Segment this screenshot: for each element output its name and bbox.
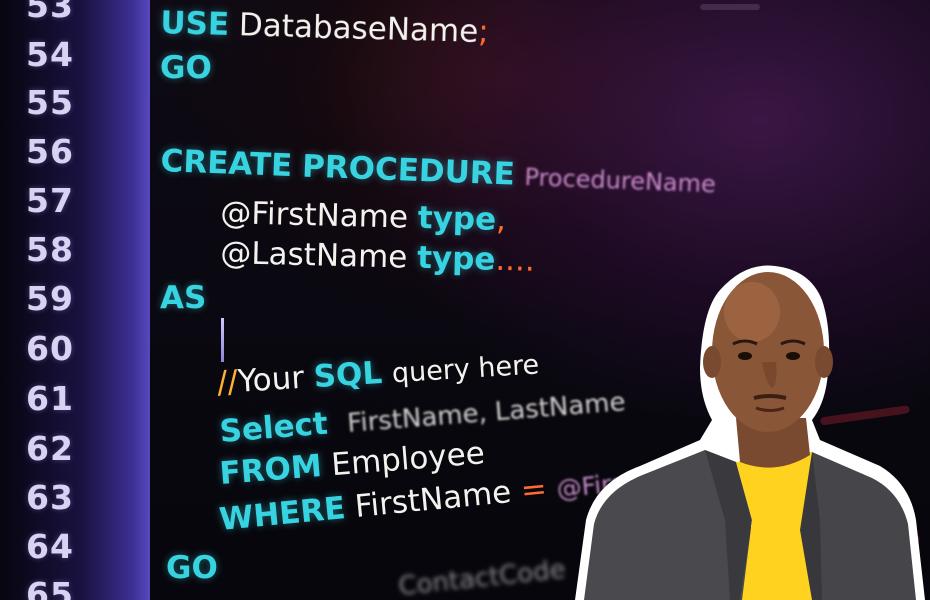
keyword-go: GO — [160, 50, 212, 86]
line-number: 53 — [26, 0, 74, 25]
lapel-left — [705, 450, 752, 600]
blurred-fragment — [820, 405, 910, 426]
line-number: 63 — [26, 478, 74, 517]
line-number: 60 — [26, 329, 74, 368]
text-cursor — [221, 318, 224, 362]
line-number: 55 — [26, 83, 74, 122]
left-eyebrow — [732, 339, 758, 346]
right-ear — [815, 346, 833, 378]
mustache — [753, 394, 787, 400]
keyword-as: AS — [160, 280, 207, 316]
code-line-go: GO — [160, 53, 212, 84]
blazer-right — [790, 452, 916, 600]
right-eye — [786, 352, 800, 360]
keyword-go: GO — [166, 550, 218, 586]
line-number: 59 — [26, 279, 74, 318]
nose — [762, 362, 777, 388]
line-number: 56 — [26, 132, 74, 171]
left-eye — [738, 352, 752, 360]
line-number: 58 — [26, 230, 74, 269]
code-line-go-end: GO — [166, 553, 218, 584]
code-line-as: AS — [160, 283, 206, 314]
line-number: 54 — [26, 35, 74, 74]
mouth — [755, 406, 785, 412]
line-number: 64 — [26, 527, 74, 566]
line-number-gutter: 53 54 55 56 57 58 59 60 61 62 63 64 65 — [0, 0, 150, 600]
neck — [736, 418, 810, 468]
blurred-fragment — [700, 4, 760, 10]
line-number: 57 — [26, 181, 74, 220]
line-number: 61 — [26, 379, 74, 418]
line-number: 62 — [26, 429, 74, 468]
yellow-shirt — [736, 452, 812, 600]
line-number: 65 — [26, 575, 74, 600]
head-highlight — [724, 282, 780, 342]
right-eyebrow — [780, 339, 806, 346]
left-ear — [703, 346, 721, 378]
